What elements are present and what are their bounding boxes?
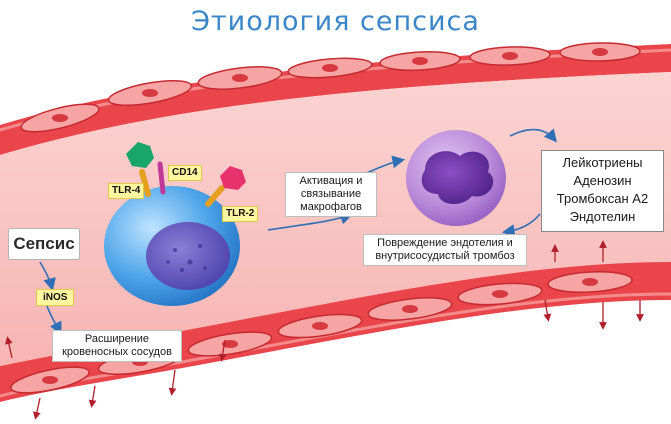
mediators-box: Лейкотриены Аденозин Тромбоксан А2 Эндот… <box>541 150 664 232</box>
cd14-receptor <box>157 161 166 195</box>
activation-label: Активация и связывание макрофагов <box>285 172 377 217</box>
tlr4-tag: TLR-4 <box>108 183 145 199</box>
sepsis-label: Сепсис <box>8 228 80 260</box>
inos-label: iNOS <box>36 289 75 306</box>
neutrophil-cell <box>406 130 506 226</box>
mediator-endothelin: Эндотелин <box>569 209 636 224</box>
arrow-inos-to-vasodilation <box>45 302 62 335</box>
mediator-leukotrienes: Лейкотриены <box>562 155 643 170</box>
cd14-tag: CD14 <box>168 165 202 181</box>
arrow-mediators-to-damage <box>501 213 541 237</box>
tlr4-receptor <box>126 142 154 197</box>
mediator-adenosine: Аденозин <box>573 173 632 188</box>
tlr2-tag: TLR-2 <box>222 206 259 222</box>
vessel-wall-upper <box>0 44 671 155</box>
leakage-arrows <box>5 240 644 420</box>
vasodilation-label: Расширение кровеносных сосудов <box>52 330 182 362</box>
arrow-neutrophil-to-mediators <box>509 128 558 143</box>
tlr2-receptor <box>205 166 246 207</box>
macrophage-cell <box>104 186 240 306</box>
damage-label: Повреждение эндотелия и внутрисосудистый… <box>363 234 527 266</box>
mediator-thromboxane: Тромбоксан А2 <box>556 191 649 206</box>
page-title: Этиология сепсиса <box>191 6 480 37</box>
arrow-sepsis-to-inos <box>39 261 56 292</box>
